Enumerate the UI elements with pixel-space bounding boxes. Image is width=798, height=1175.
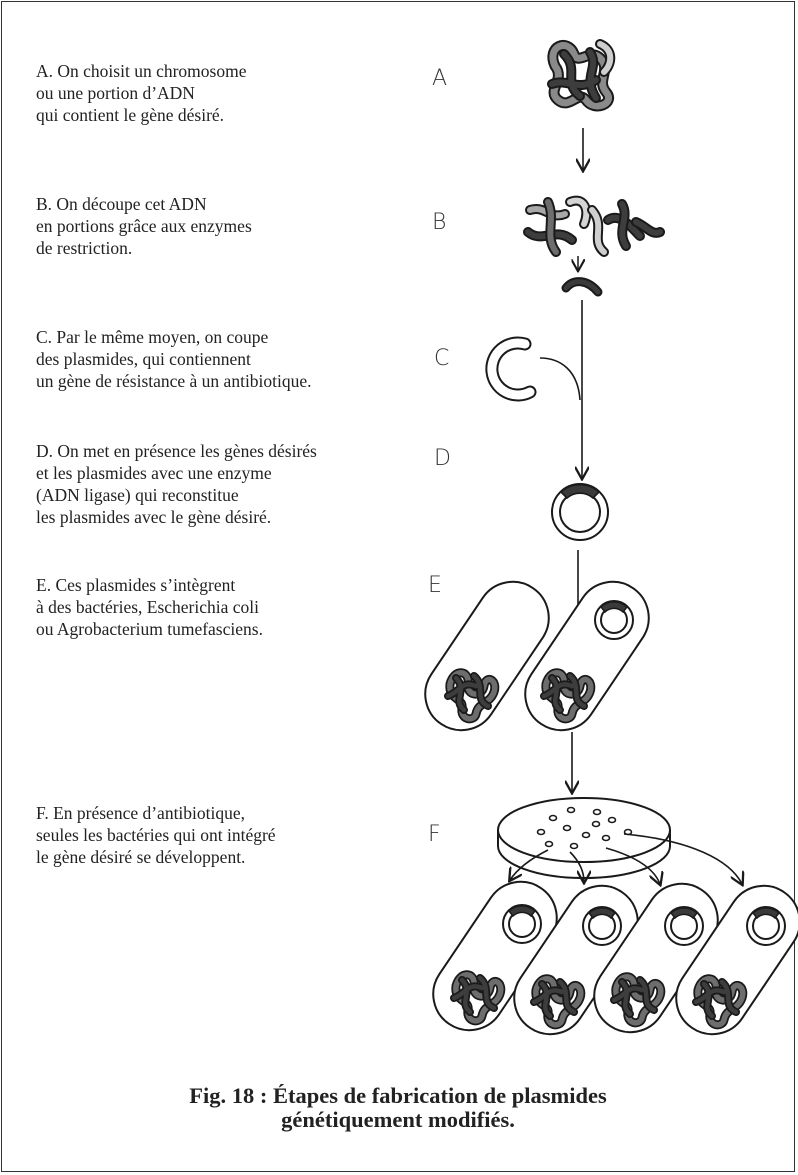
open-plasmid-c: [492, 343, 530, 395]
figure-caption: Fig. 18 : Étapes de fabrication de plasm…: [0, 1084, 796, 1132]
caption-line: Fig. 18 : Étapes de fabrication de plasm…: [0, 1084, 796, 1108]
recombinant-plasmid-d: [552, 484, 608, 540]
chromosome-tangle-a: [552, 44, 610, 106]
desired-gene-fragment: [566, 282, 598, 292]
arrow-plasmid-join: [540, 358, 580, 400]
caption-line: génétiquement modifiés.: [0, 1108, 796, 1132]
dna-fragments-b: [528, 201, 660, 252]
